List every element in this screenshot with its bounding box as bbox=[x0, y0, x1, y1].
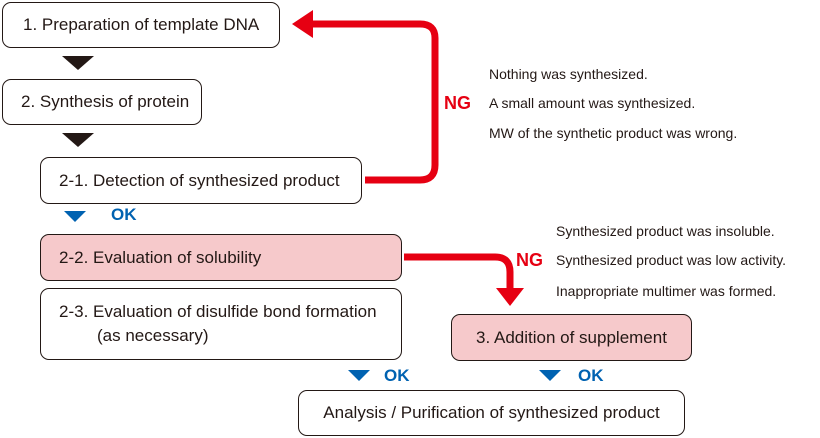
ok-down-arrow-icon bbox=[348, 370, 370, 381]
ok-label: OK bbox=[384, 366, 410, 385]
ng-reason-solubility: Synthesized product was low activity. bbox=[556, 252, 787, 268]
ok-down-arrow-icon bbox=[64, 211, 86, 222]
ng-solubility-arrowhead bbox=[496, 288, 524, 306]
down-arrow-icon bbox=[62, 133, 94, 147]
step-3-box: 3. Addition of supplement bbox=[451, 314, 692, 361]
step-2-2-box: 2-2. Evaluation of solubility bbox=[40, 234, 402, 281]
ok-down-arrow-icon bbox=[539, 370, 561, 381]
ng-label-detection: NG bbox=[444, 93, 471, 113]
down-arrow-icon bbox=[62, 56, 94, 70]
ng-reason-detection: Nothing was synthesized. bbox=[489, 66, 648, 82]
final-step-box: Analysis / Purification of synthesized p… bbox=[298, 390, 685, 436]
ng-reason-solubility: Inappropriate multimer was formed. bbox=[556, 283, 777, 299]
ok-label: OK bbox=[111, 205, 137, 224]
ng-reason-detection: A small amount was synthesized. bbox=[489, 95, 696, 111]
step-2-3-label: 2-3. Evaluation of disulfide bond format… bbox=[59, 302, 377, 321]
step-2-1-label: 2-1. Detection of synthesized product bbox=[59, 170, 340, 190]
step-3-label: 3. Addition of supplement bbox=[476, 327, 667, 347]
step-2-1-box: 2-1. Detection of synthesized product bbox=[40, 157, 362, 204]
ng-reason-detection: MW of the synthetic product was wrong. bbox=[489, 125, 738, 141]
step-1-label: 1. Preparation of template DNA bbox=[23, 15, 260, 34]
ng-loop-arrowhead bbox=[292, 10, 313, 38]
step-2-label: 2. Synthesis of protein bbox=[21, 92, 190, 111]
ng-solubility-arrow-line bbox=[404, 253, 514, 290]
ok-label: OK bbox=[578, 366, 604, 385]
final-step-label: Analysis / Purification of synthesized p… bbox=[323, 403, 660, 422]
step-2-3-sublabel: (as necessary) bbox=[97, 326, 209, 345]
step-2-box: 2. Synthesis of protein bbox=[2, 79, 202, 125]
ng-loop-arrow-line bbox=[310, 20, 439, 184]
step-2-3-box: 2-3. Evaluation of disulfide bond format… bbox=[40, 288, 402, 360]
step-1-box: 1. Preparation of template DNA bbox=[2, 2, 280, 48]
ng-reason-solubility: Synthesized product was insoluble. bbox=[556, 223, 775, 239]
ng-label-solubility: NG bbox=[516, 250, 543, 270]
step-2-2-label: 2-2. Evaluation of solubility bbox=[59, 247, 262, 267]
